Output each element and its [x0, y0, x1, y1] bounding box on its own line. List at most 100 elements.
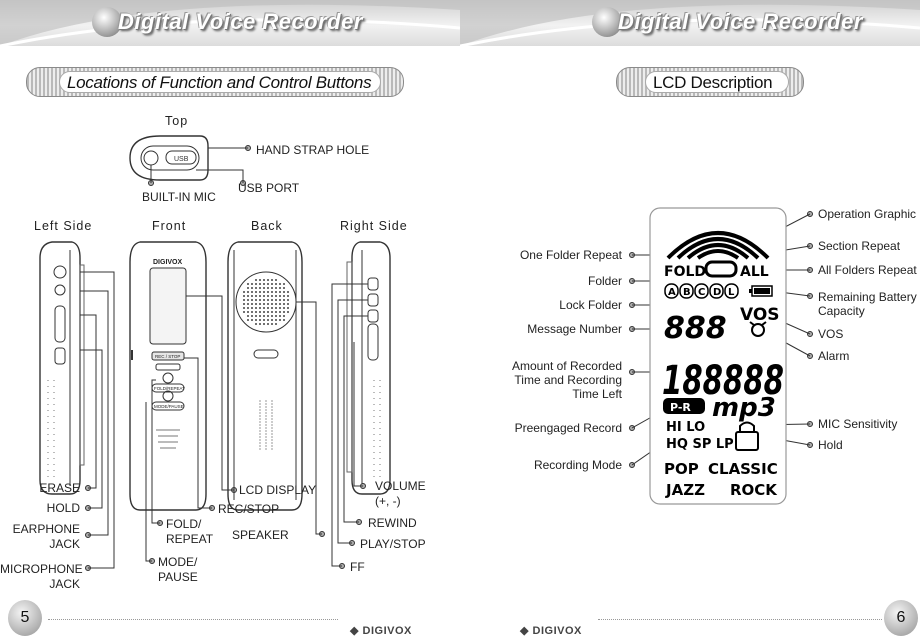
- lcd-hilo: HI LO: [666, 420, 705, 435]
- front-rec-stop-text: REC / STOP: [155, 354, 180, 359]
- speaker-hole: [259, 319, 261, 321]
- speaker-hole: [279, 315, 281, 317]
- speaker-hole: [251, 287, 253, 289]
- battery-icon: [749, 285, 773, 297]
- lcd-hqsplp: HQ SP LP: [666, 437, 734, 452]
- page-number-5: 5: [8, 600, 42, 636]
- speaker-hole: [275, 319, 277, 321]
- label-amount-recorded-2: Time and Recording: [514, 373, 622, 387]
- speaker-hole: [259, 323, 261, 325]
- speaker-hole: [283, 319, 285, 321]
- speaker-hole: [275, 307, 277, 309]
- speaker-hole: [271, 299, 273, 301]
- folder-letter-a: A: [668, 287, 676, 298]
- speaker-hole: [267, 315, 269, 317]
- speaker-hole: [263, 323, 265, 325]
- label-vos: VOS: [818, 327, 844, 341]
- folder-letter-b: B: [683, 287, 691, 298]
- speaker-hole: [275, 283, 277, 285]
- speaker-hole: [263, 295, 265, 297]
- speaker-hole: [263, 299, 265, 301]
- footer-logo: ◆ DIGIVOX: [350, 624, 412, 637]
- speaker-hole: [275, 279, 277, 281]
- speaker-hole: [251, 299, 253, 301]
- banner-title: Digital Voice Recorder: [618, 9, 863, 34]
- folder-box-c: [694, 283, 709, 299]
- device-front-view: [129, 241, 207, 511]
- speaker-hole: [255, 323, 257, 325]
- lcd-title-pill: LCD Description: [616, 67, 804, 97]
- speaker-hole: [267, 311, 269, 313]
- speaker-hole: [271, 307, 273, 309]
- speaker-hole: [287, 303, 289, 305]
- speaker-hole: [243, 307, 245, 309]
- speaker-hole: [263, 283, 265, 285]
- speaker-hole: [267, 303, 269, 305]
- view-heading-right-side: Right Side: [340, 219, 408, 233]
- speaker-hole: [251, 311, 253, 313]
- speaker-hole: [271, 315, 273, 317]
- label-operation-graphic: Operation Graphic: [818, 207, 917, 221]
- left-banner: Digital Voice Recorder: [0, 0, 460, 46]
- speaker-hole: [271, 319, 273, 321]
- label-hold-lcd: Hold: [818, 438, 843, 452]
- speaker-hole: [275, 291, 277, 293]
- label-one-folder-repeat: One Folder Repeat: [519, 248, 622, 262]
- speaker-hole: [259, 303, 261, 305]
- speaker-hole: [255, 287, 257, 289]
- speaker-hole: [251, 319, 253, 321]
- label-hold: HOLD: [46, 501, 80, 515]
- speaker-hole: [267, 287, 269, 289]
- speaker-hole: [255, 291, 257, 293]
- speaker-hole: [263, 291, 265, 293]
- folder-box-a: [664, 283, 679, 299]
- device-left-side-view: [39, 241, 85, 495]
- banner-swoosh: [460, 0, 920, 46]
- footer-brand: DIGIVOX: [362, 625, 412, 637]
- speaker-hole: [259, 291, 261, 293]
- footer-logo-icon: ◆: [520, 625, 533, 637]
- speaker-hole: [283, 303, 285, 305]
- speaker-hole: [271, 323, 273, 325]
- label-message-number: Message Number: [527, 322, 622, 336]
- label-preengaged-record: Preengaged Record: [514, 421, 622, 435]
- speaker-hole: [283, 311, 285, 313]
- alarm-icon: [749, 321, 767, 337]
- speaker-hole: [247, 319, 249, 321]
- label-volume-1: VOLUME: [375, 479, 426, 493]
- lcd-message-digits: 888: [664, 311, 727, 346]
- speaker-hole: [263, 279, 265, 281]
- folder-letter-l: L: [728, 287, 735, 298]
- speaker-hole: [275, 311, 277, 313]
- label-amount-recorded-3: Time Left: [572, 387, 622, 401]
- usb-port-text: USB: [174, 156, 189, 163]
- speaker-hole: [275, 315, 277, 317]
- speaker-hole: [251, 303, 253, 305]
- label-lcd-display: LCD DISPLAY: [239, 483, 317, 497]
- speaker-hole: [255, 307, 257, 309]
- label-rewind: REWIND: [368, 516, 417, 530]
- label-fold-repeat-1: FOLD/: [166, 517, 202, 531]
- label-hand-strap-hole: HAND STRAP HOLE: [256, 143, 370, 157]
- lcd-classic: CLASSIC: [708, 460, 778, 478]
- speaker-hole: [271, 311, 273, 313]
- label-mic-sensitivity: MIC Sensitivity: [818, 417, 898, 431]
- speaker-hole: [287, 295, 289, 297]
- speaker-hole: [287, 291, 289, 293]
- lcd-fold: FOLD: [664, 264, 706, 280]
- banner-logo-icon: [592, 7, 622, 37]
- footer-logo-icon: ◆: [350, 625, 363, 637]
- speaker-hole: [259, 287, 261, 289]
- speaker-hole: [247, 315, 249, 317]
- speaker-hole: [255, 279, 257, 281]
- speaker-hole: [271, 287, 273, 289]
- view-heading-back: Back: [251, 219, 283, 233]
- speaker-hole: [251, 307, 253, 309]
- speaker-hole: [247, 299, 249, 301]
- right-banner: Digital Voice Recorder: [460, 0, 920, 46]
- speaker-hole: [279, 307, 281, 309]
- speaker-hole: [263, 303, 265, 305]
- speaker-hole: [267, 323, 269, 325]
- label-fold-repeat-2: REPEAT: [166, 532, 214, 546]
